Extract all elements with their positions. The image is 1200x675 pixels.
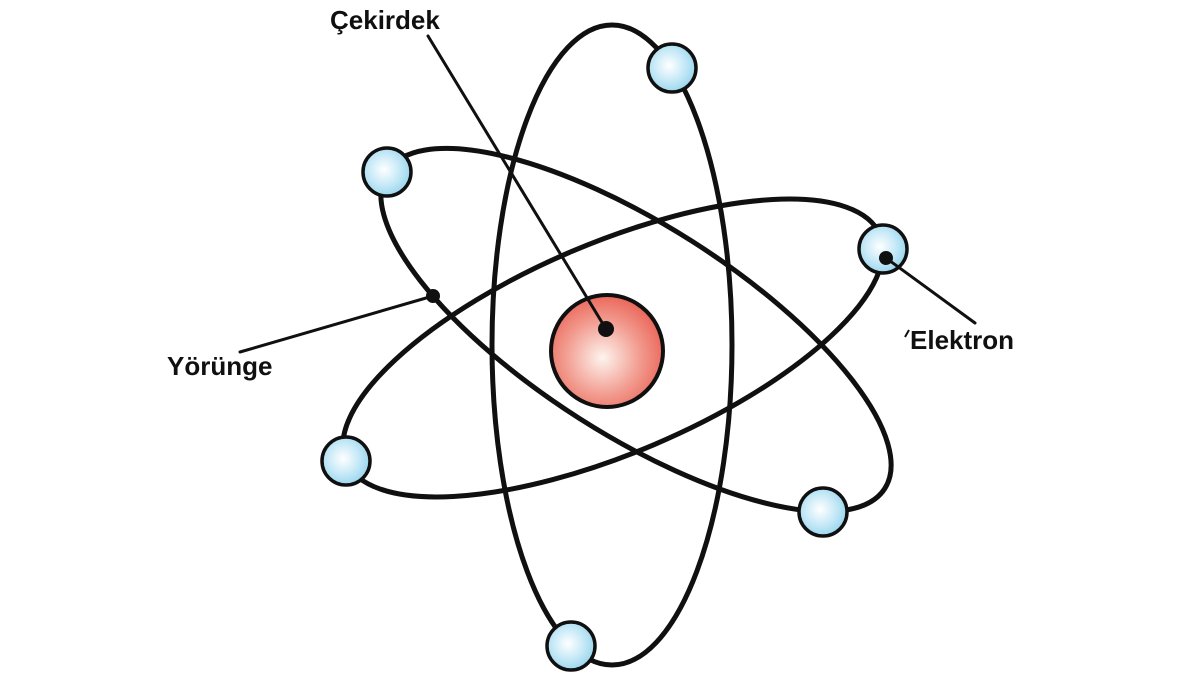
electrons-group xyxy=(320,42,909,672)
pointer-dot-elektron xyxy=(879,251,893,265)
electron-ball xyxy=(797,486,849,538)
orbit-vertical xyxy=(489,22,735,668)
pointer-line-elektron xyxy=(884,256,977,325)
electron-ball xyxy=(857,223,909,275)
pointer-line-yorunge xyxy=(238,294,435,354)
electron-ball xyxy=(545,620,597,672)
electron-ball xyxy=(320,435,372,487)
pointer-dot-yorunge xyxy=(426,289,440,303)
label-yorunge: Yörünge xyxy=(167,351,273,381)
label-pointer-group xyxy=(238,34,977,354)
electron-ball xyxy=(646,42,698,94)
stray-tick-mark xyxy=(904,329,910,338)
label-cekirdek: Çekirdek xyxy=(330,5,440,35)
label-elektron: Elektron xyxy=(910,325,1015,355)
electron-ball xyxy=(361,146,413,198)
pointer-line-cekirdek xyxy=(426,34,608,331)
nucleus-group xyxy=(549,293,665,409)
pointer-dot-cekirdek xyxy=(598,321,614,337)
nucleus xyxy=(549,293,665,409)
